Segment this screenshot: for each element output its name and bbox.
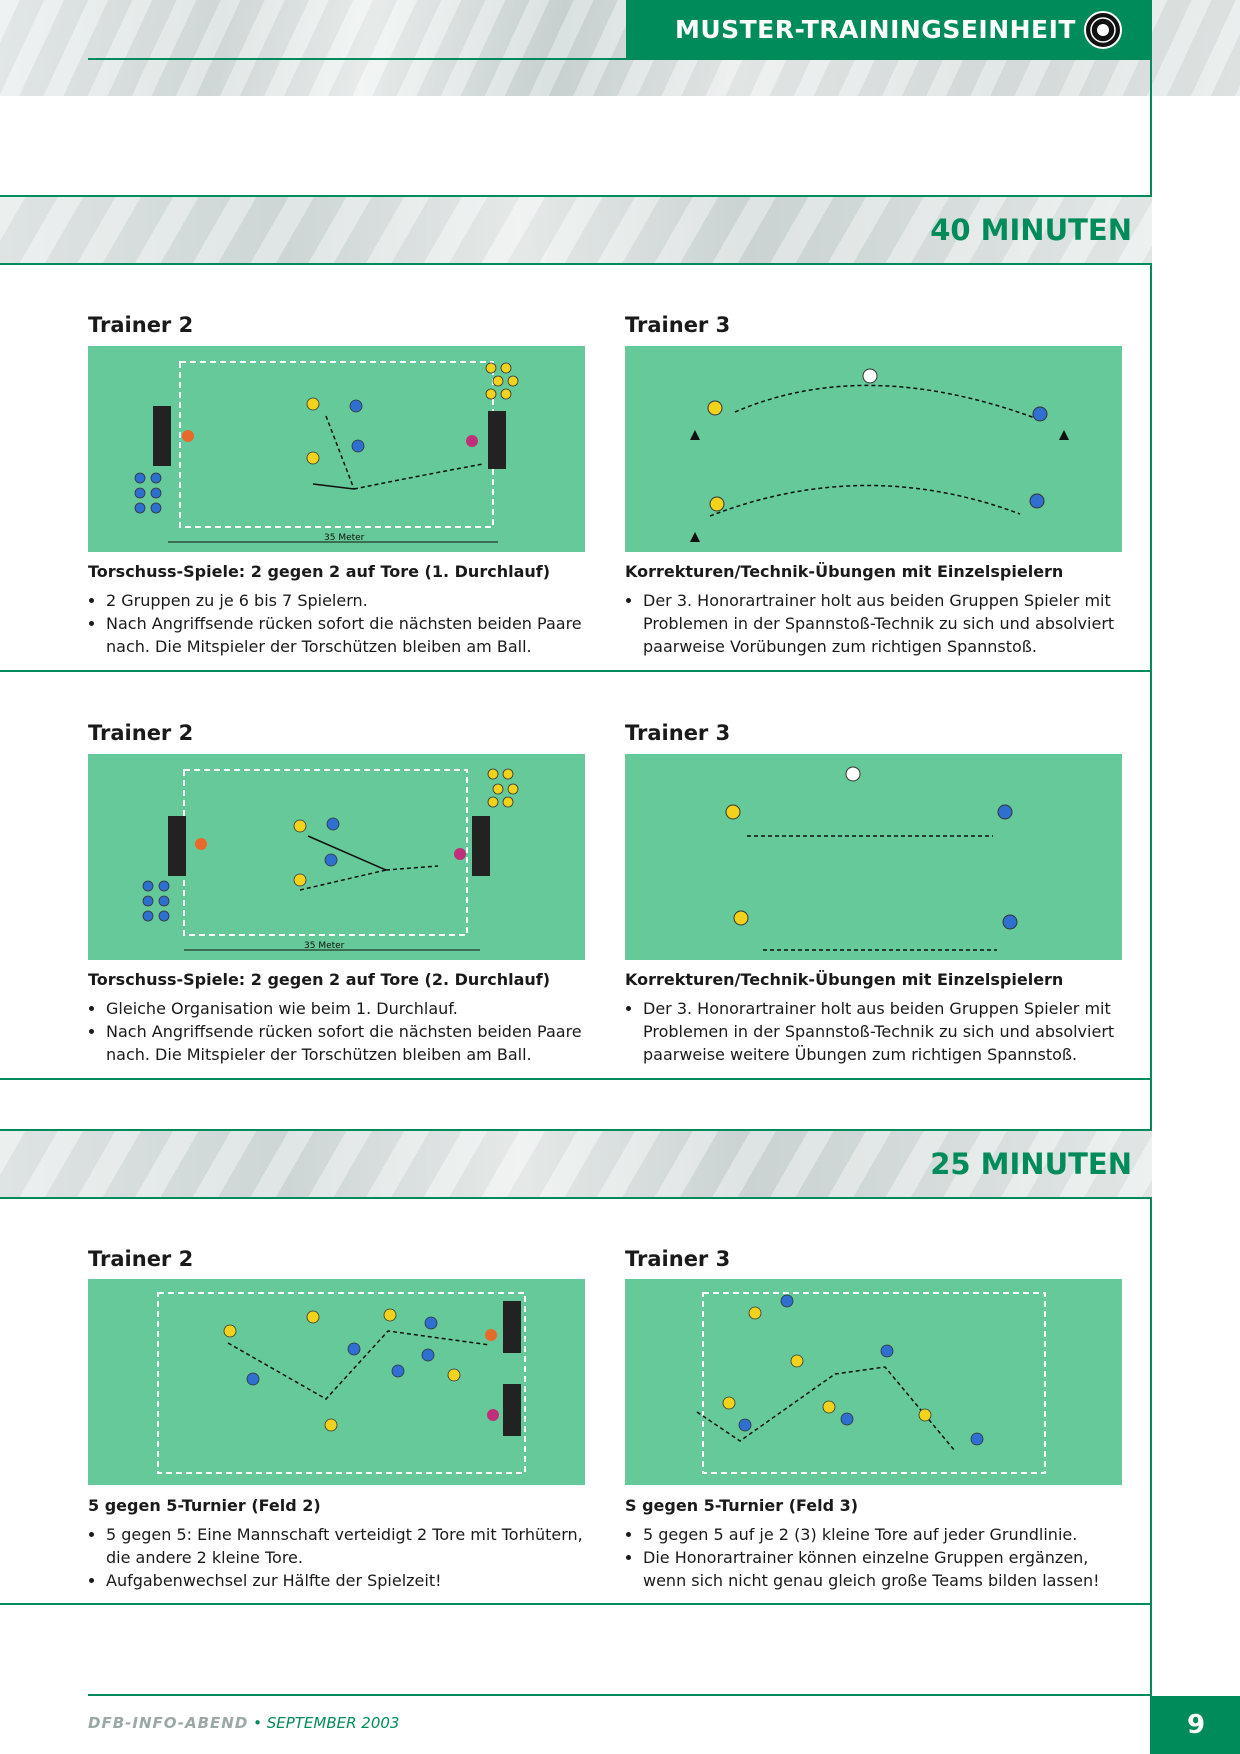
drill-caption: Korrekturen/Technik-Übungen mit Einzelsp… bbox=[625, 562, 1064, 581]
section-title-25: 25 MINUTEN bbox=[930, 1147, 1132, 1181]
drill-diagram: 35 Meter bbox=[88, 346, 585, 552]
bullet-item: 5 gegen 5 auf je 2 (3) kleine Tore auf j… bbox=[643, 1523, 1125, 1546]
bullet-item: Der 3. Honorartrainer holt aus beiden Gr… bbox=[643, 997, 1125, 1066]
page-number: 9 bbox=[1152, 1696, 1240, 1754]
drill-bullets: 5 gegen 5 auf je 2 (3) kleine Tore auf j… bbox=[625, 1523, 1125, 1592]
panel-trainer-heading: Trainer 3 bbox=[625, 1247, 731, 1271]
section-band-25: 25 MINUTEN bbox=[0, 1131, 1152, 1197]
section-band-40: 40 MINUTEN bbox=[0, 197, 1152, 263]
footer-separator: • bbox=[253, 1714, 267, 1732]
row-rule bbox=[0, 1078, 1152, 1080]
section-rule bbox=[0, 195, 1152, 197]
drill-diagram bbox=[625, 1279, 1122, 1485]
bullet-item: Aufgabenwechsel zur Hälfte der Spielzeit… bbox=[106, 1569, 588, 1592]
footer-date: SEPTEMBER 2003 bbox=[266, 1714, 400, 1732]
drill-diagram bbox=[625, 754, 1122, 960]
row-rule bbox=[0, 1603, 1152, 1605]
section-rule bbox=[0, 1197, 1152, 1199]
drill-caption: 5 gegen 5-Turnier (Feld 2) bbox=[88, 1496, 321, 1515]
bullet-item: Nach Angriffsende rücken sofort die näch… bbox=[106, 1020, 588, 1066]
drill-bullets: Gleiche Organisation wie beim 1. Durchla… bbox=[88, 997, 588, 1066]
footer: DFB-INFO-ABEND • SEPTEMBER 2003 bbox=[88, 1714, 399, 1732]
dfb-logo-icon bbox=[1084, 11, 1122, 49]
bullet-item: Gleiche Organisation wie beim 1. Durchla… bbox=[106, 997, 588, 1020]
bullet-item: Die Honorartrainer können einzelne Grupp… bbox=[643, 1546, 1125, 1592]
panel-trainer-heading: Trainer 3 bbox=[625, 721, 731, 745]
footer-rule bbox=[88, 1694, 1152, 1696]
bullet-item: Nach Angriffsende rücken sofort die näch… bbox=[106, 612, 588, 658]
drill-bullets: 5 gegen 5: Eine Mannschaft verteidigt 2 … bbox=[88, 1523, 588, 1592]
drill-bullets: Der 3. Honorartrainer holt aus beiden Gr… bbox=[625, 997, 1125, 1066]
distance-label: 35 Meter bbox=[324, 533, 365, 543]
bullet-item: 2 Gruppen zu je 6 bis 7 Spielern. bbox=[106, 589, 588, 612]
drill-bullets: 2 Gruppen zu je 6 bis 7 Spielern. Nach A… bbox=[88, 589, 588, 658]
bullet-item: 5 gegen 5: Eine Mannschaft verteidigt 2 … bbox=[106, 1523, 588, 1569]
panel-trainer-heading: Trainer 2 bbox=[88, 313, 194, 337]
drill-caption: S gegen 5-Turnier (Feld 3) bbox=[625, 1496, 859, 1515]
right-margin-rule bbox=[1150, 0, 1152, 1754]
header-bar bbox=[626, 0, 1152, 60]
panel-trainer-heading: Trainer 2 bbox=[88, 721, 194, 745]
drill-caption: Torschuss-Spiele: 2 gegen 2 auf Tore (2.… bbox=[88, 970, 551, 989]
row-rule bbox=[0, 670, 1152, 672]
drill-diagram bbox=[88, 1279, 585, 1485]
panel-trainer-heading: Trainer 2 bbox=[88, 1247, 194, 1271]
section-rule bbox=[0, 263, 1152, 265]
panel-trainer-heading: Trainer 3 bbox=[625, 313, 731, 337]
drill-bullets: Der 3. Honorartrainer holt aus beiden Gr… bbox=[625, 589, 1125, 658]
bullet-item: Der 3. Honorartrainer holt aus beiden Gr… bbox=[643, 589, 1125, 658]
distance-label: 35 Meter bbox=[304, 941, 345, 951]
drill-caption: Torschuss-Spiele: 2 gegen 2 auf Tore (1.… bbox=[88, 562, 551, 581]
section-rule bbox=[0, 1129, 1152, 1131]
footer-brand: DFB-INFO-ABEND bbox=[88, 1714, 249, 1732]
drill-diagram bbox=[625, 346, 1122, 552]
header-rule bbox=[88, 58, 628, 60]
drill-caption: Korrekturen/Technik-Übungen mit Einzelsp… bbox=[625, 970, 1064, 989]
drill-diagram: 35 Meter bbox=[88, 754, 585, 960]
page-title: MUSTER-TRAININGSEINHEIT bbox=[674, 15, 1076, 44]
section-title-40: 40 MINUTEN bbox=[930, 213, 1132, 247]
